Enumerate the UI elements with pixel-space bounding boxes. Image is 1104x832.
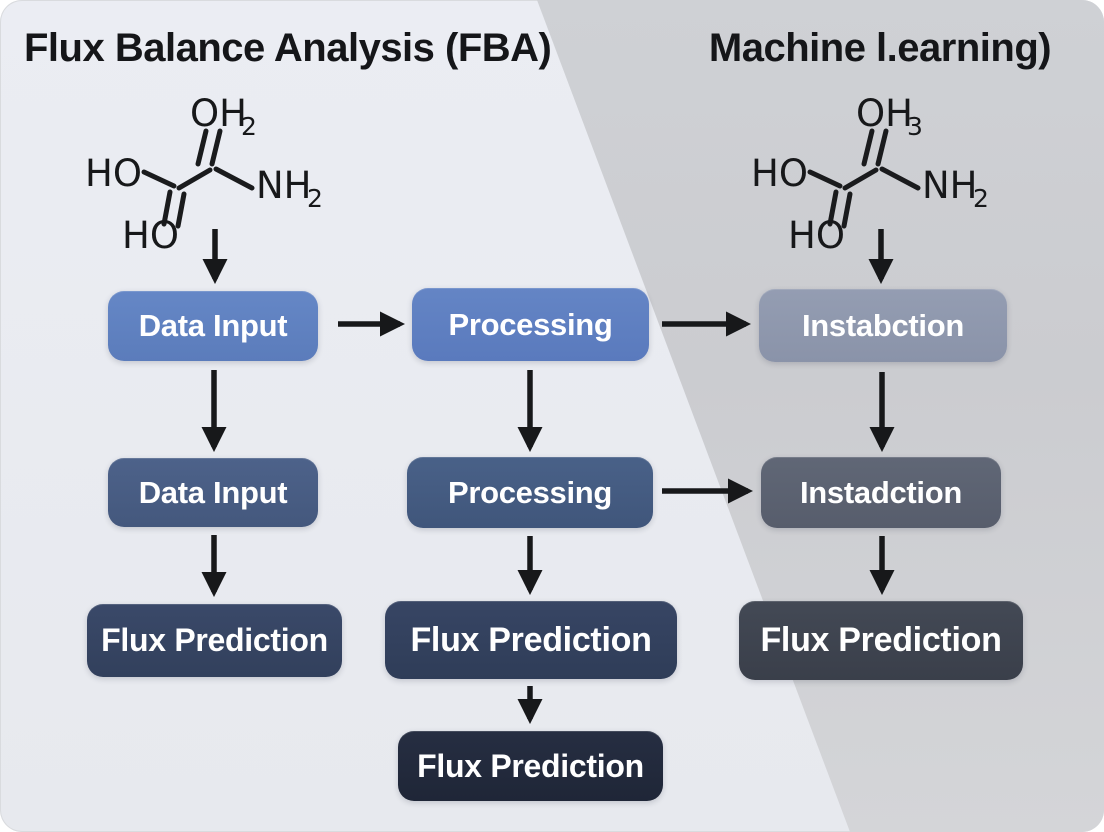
fba-data-input-box-top: Data Input (108, 291, 318, 361)
double-bond-top-a (195, 128, 209, 167)
atom-subscript-right: 2 (307, 184, 323, 213)
box-label: Flux Prediction (410, 620, 652, 659)
box-label: Instabction (801, 307, 965, 343)
molecule-structure-right: OH 3 HO NH 2 HO (751, 92, 989, 257)
bond-carbon-carbon (842, 167, 879, 191)
bond-to-amine (213, 166, 255, 191)
atom-label-left: HO (85, 152, 142, 195)
box-label: Data Input (138, 474, 288, 510)
box-label: Instadction (799, 474, 963, 510)
ml-instabction-box-top: Instabction (759, 289, 1007, 362)
bond-to-hydroxyl (807, 169, 843, 189)
atom-label-bottom: HO (122, 214, 179, 257)
atom-label-top: OH (856, 92, 913, 135)
molecule-structure-left: OH 2 HO NH 2 HO (85, 92, 323, 257)
double-bond-bottom-a (827, 189, 839, 227)
ml-flux-prediction-box: Flux Prediction (739, 601, 1023, 680)
double-bond-top-b (875, 128, 889, 167)
atom-label-right: NH (922, 164, 978, 207)
double-bond-bottom-b (175, 191, 187, 229)
double-bond-bottom-a (161, 189, 173, 227)
ml-title: Machine l.earning) (708, 26, 1052, 70)
atom-label-top: OH (190, 92, 247, 135)
atom-label-right: NH (256, 164, 312, 207)
atom-subscript-top: 3 (907, 112, 923, 141)
fba-data-input-box-mid: Data Input (108, 458, 318, 527)
atom-label-left: HO (751, 152, 808, 195)
double-bond-top-b (209, 128, 223, 167)
atom-subscript-right: 2 (973, 184, 989, 213)
box-label: Flux Prediction (101, 622, 328, 658)
box-label: Flux Prediction (760, 621, 1002, 659)
box-label: Flux Prediction (417, 747, 644, 784)
processing-box-top: Processing (412, 288, 649, 361)
bond-to-amine (879, 166, 921, 191)
bond-carbon-carbon (176, 167, 213, 191)
atom-label-bottom: HO (788, 214, 845, 257)
fba-title: Flux Balance Analysis (FBA) (24, 26, 552, 70)
box-label: Processing (448, 306, 613, 342)
processing-flux-prediction-box-bottom: Flux Prediction (398, 731, 663, 801)
atom-subscript-top: 2 (241, 112, 257, 141)
double-bond-top-a (861, 128, 875, 167)
processing-flux-prediction-box: Flux Prediction (385, 601, 677, 679)
box-label: Data Input (138, 308, 288, 343)
ml-instadction-box-mid: Instadction (761, 457, 1001, 528)
processing-box-mid: Processing (407, 457, 653, 528)
box-label: Processing (447, 474, 613, 510)
bond-to-hydroxyl (141, 169, 177, 189)
fba-flux-prediction-box: Flux Prediction (87, 604, 342, 677)
double-bond-bottom-b (841, 191, 853, 229)
